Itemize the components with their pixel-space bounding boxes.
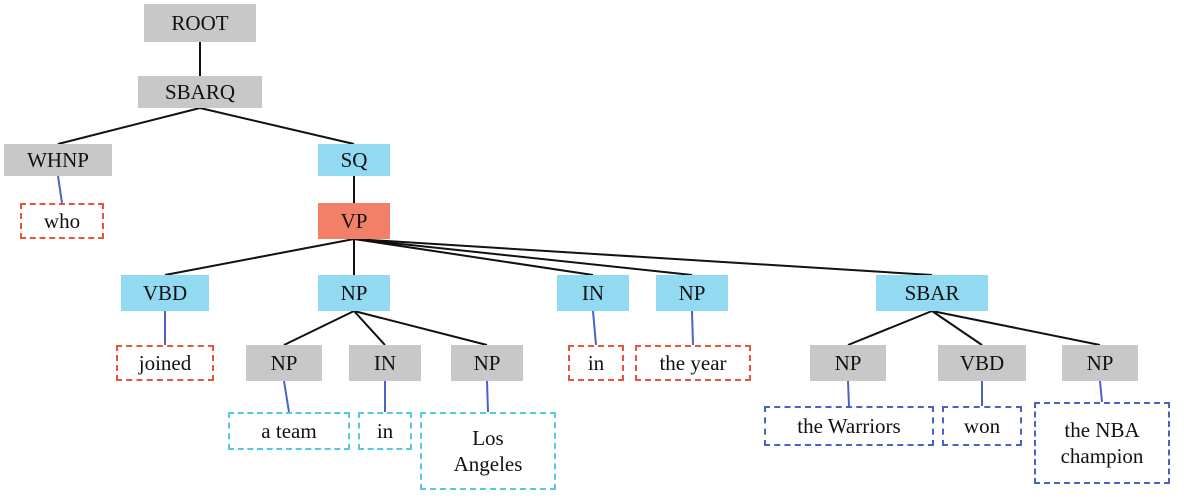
word-node-in_w: in (568, 345, 624, 381)
word-node-in_w2: in (358, 412, 412, 450)
word-node-won: won (942, 406, 1022, 446)
tag-node-np_s1: NP (810, 345, 886, 381)
edge-np1a-ateam (283, 380, 290, 413)
tag-node-sbar: SBAR (876, 275, 988, 311)
edge-np_s1-warriors (847, 380, 850, 407)
word-node-joined: joined (116, 345, 214, 381)
edge-vp-np2 (353, 238, 693, 276)
edge-vp-vbd1 (164, 238, 355, 276)
tag-node-np2: NP (656, 275, 728, 311)
edge-sbarq-whnp (57, 107, 201, 145)
word-node-theyear: the year (635, 345, 751, 381)
edge-vp-in1 (353, 238, 594, 276)
tag-node-np1b: NP (451, 345, 523, 381)
tag-node-vbd1: VBD (121, 275, 209, 311)
tag-node-in1a: IN (349, 345, 421, 381)
tag-node-vp: VP (318, 203, 390, 239)
edge-np2-theyear (691, 310, 694, 346)
word-node-who: who (20, 203, 104, 239)
tag-node-root: ROOT (144, 4, 256, 42)
edge-np1b-losangeles (486, 380, 489, 413)
word-node-nbachamp: the NBA champion (1034, 402, 1170, 484)
edge-whnp-who (57, 175, 63, 204)
tag-node-sq: SQ (318, 144, 390, 176)
edge-np1-np1b (353, 310, 488, 346)
tag-node-sbarq: SBARQ (138, 76, 262, 108)
tag-node-np1: NP (318, 275, 390, 311)
tag-node-np_s2: NP (1062, 345, 1138, 381)
word-node-ateam: a team (228, 412, 350, 450)
word-node-warriors: the Warriors (764, 406, 934, 446)
edge-np_s2-nbachamp (1099, 380, 1103, 403)
edge-in1-in_w (592, 310, 597, 346)
edge-np1-in1a (353, 310, 386, 346)
edge-np1-np1a (283, 310, 355, 346)
tag-node-np1a: NP (246, 345, 322, 381)
edge-vp-sbar (353, 238, 933, 276)
tag-node-in1: IN (557, 275, 629, 311)
edge-sbar-np_s2 (931, 310, 1101, 346)
tag-node-whnp: WHNP (4, 144, 112, 176)
edge-sbarq-sq (199, 107, 355, 145)
word-node-losangeles: Los Angeles (420, 412, 556, 490)
tag-node-vbd_s: VBD (938, 345, 1026, 381)
edge-sbar-np_s1 (847, 310, 933, 346)
edge-sbar-vbd_s (931, 310, 983, 346)
